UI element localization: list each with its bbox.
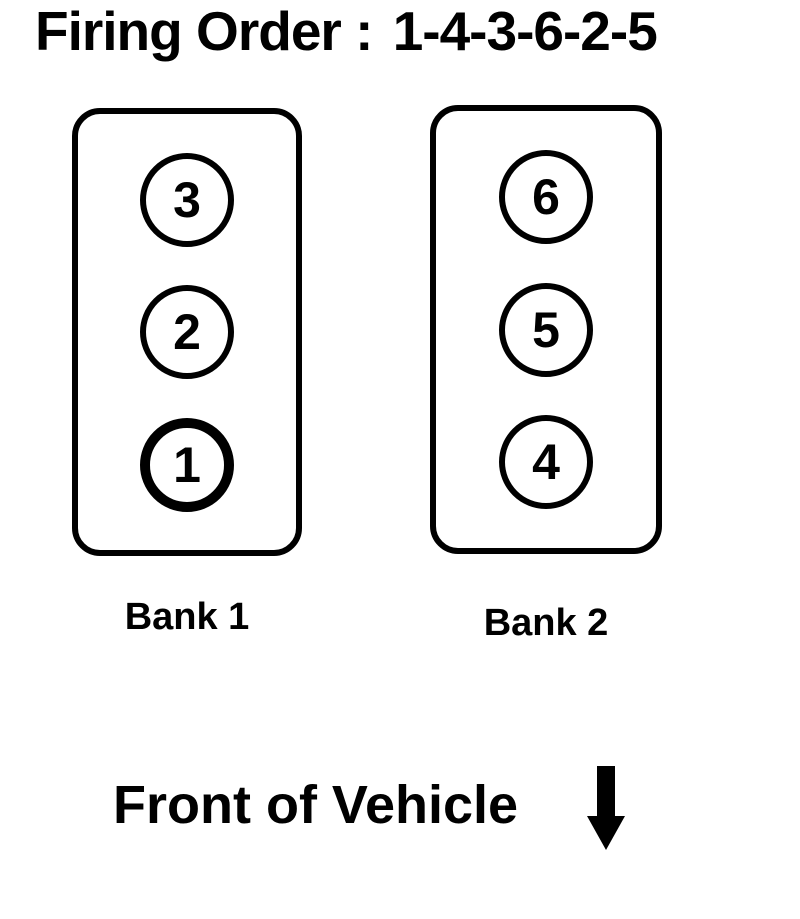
front-of-vehicle-label: Front of Vehicle	[113, 775, 519, 835]
page-title: Firing Order : 1-4-3-6-2-5	[35, 4, 658, 59]
bank-2-label: Bank 2	[483, 602, 609, 644]
down-arrow-icon	[586, 766, 626, 850]
cylinder-3: 3	[140, 152, 234, 247]
cylinder-4: 4	[499, 415, 593, 510]
cylinder-4-number: 4	[532, 434, 560, 491]
cylinder-1-number: 1	[173, 436, 201, 493]
bank-1-label: Bank 1	[124, 596, 250, 638]
cylinder-5: 5	[499, 282, 593, 377]
cylinder-6-number: 6	[532, 168, 560, 225]
cylinder-5-number: 5	[532, 301, 560, 358]
bank-1-box: 3 2 1	[72, 108, 302, 556]
cylinder-1: 1	[140, 417, 234, 512]
cylinder-6: 6	[499, 149, 593, 244]
title-label: Firing Order :	[35, 0, 373, 62]
cylinder-2-number: 2	[173, 304, 201, 360]
cylinder-2: 2	[140, 285, 234, 379]
firing-order-value: 1-4-3-6-2-5	[392, 0, 658, 62]
bank-2-box: 6 5 4	[430, 105, 662, 554]
cylinder-3-number: 3	[173, 171, 201, 228]
